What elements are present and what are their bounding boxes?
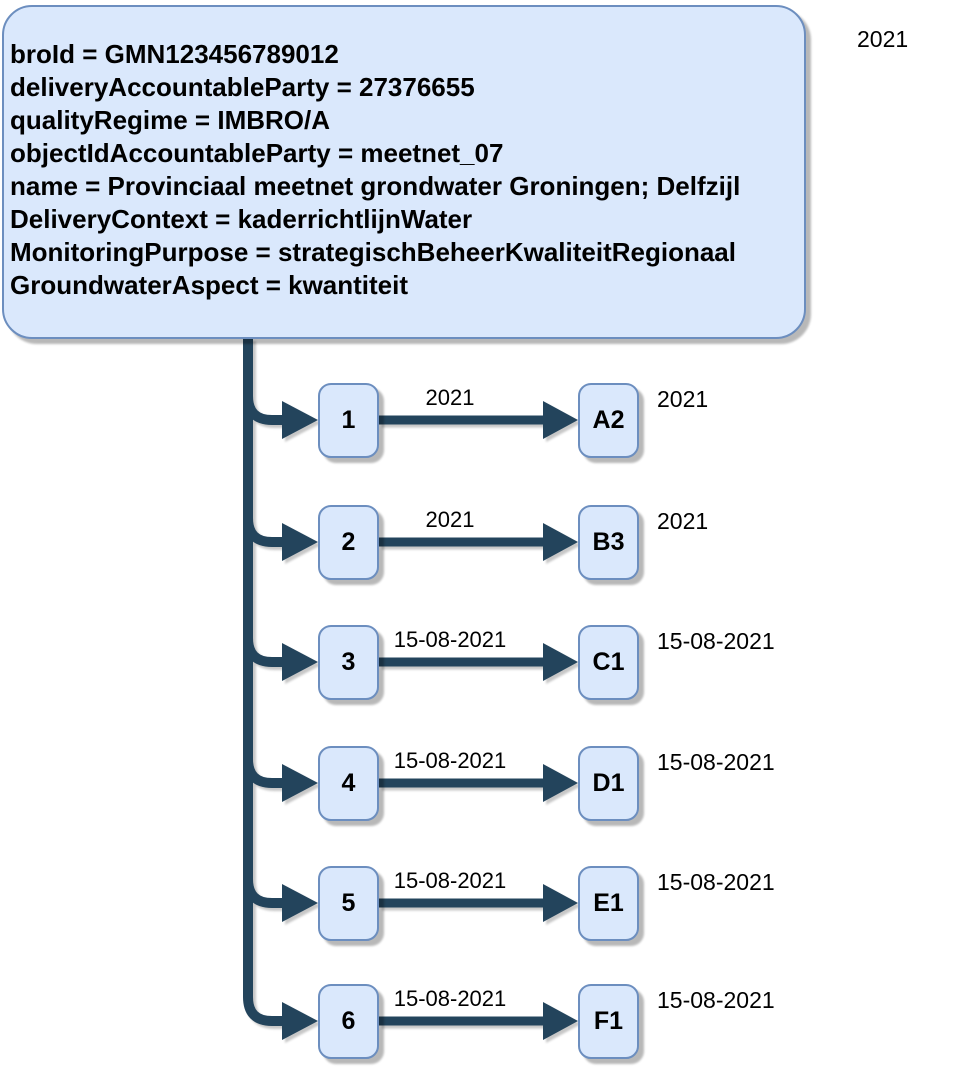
gmn-property-line-monitoring-purpose: MonitoringPurpose = strategischBeheerKwa… <box>10 237 736 267</box>
edge-date-label-3: 15-08-2021 <box>393 627 507 652</box>
side-date-label-2: 2021 <box>657 508 709 534</box>
node-a2: A2 <box>578 383 639 458</box>
side-date-label-6: 15-08-2021 <box>657 987 775 1013</box>
edge-date-label-1: 2021 <box>425 385 475 410</box>
gmn-properties-box: broId = GMN123456789012 deliveryAccounta… <box>2 5 806 339</box>
side-date-label-5: 15-08-2021 <box>657 869 775 895</box>
edge-arrowhead-3 <box>543 643 578 681</box>
branch-connector-2 <box>243 517 284 547</box>
node-5: 5 <box>318 866 379 941</box>
edge-date-label-6: 15-08-2021 <box>393 986 507 1011</box>
branch-connector-4 <box>243 758 284 788</box>
gmn-property-line-delivery-party: deliveryAccountableParty = 27376655 <box>10 72 475 102</box>
node-1: 1 <box>318 383 379 458</box>
gmn-property-line-quality-regime: qualityRegime = IMBRO/A <box>10 105 330 135</box>
gmn-properties-text: broId = GMN123456789012 deliveryAccounta… <box>10 38 806 302</box>
gmn-property-line-groundwater-aspect: GroundwaterAspect = kwantiteit <box>10 270 409 300</box>
edge-date-label-4: 15-08-2021 <box>393 748 507 773</box>
edge-date-label-5: 15-08-2021 <box>393 868 507 893</box>
node-6: 6 <box>318 984 379 1059</box>
edge-arrowhead-1 <box>543 401 578 439</box>
node-b3: B3 <box>578 505 639 580</box>
node-f1: F1 <box>578 984 639 1059</box>
node-4: 4 <box>318 746 379 821</box>
branch-connector-5 <box>243 878 284 908</box>
gmn-property-line-delivery-context: DeliveryContext = kaderrichtlijnWater <box>10 204 473 234</box>
branch-arrowhead-4 <box>282 764 318 802</box>
gmn-property-line-name: name = Provinciaal meetnet grondwater Gr… <box>10 171 741 201</box>
branch-arrowhead-1 <box>282 401 318 439</box>
side-date-label-1: 2021 <box>657 386 709 412</box>
edge-arrowhead-6 <box>543 1002 578 1040</box>
branch-arrowhead-3 <box>282 643 318 681</box>
gmn-property-line-broid: broId = GMN123456789012 <box>10 39 339 69</box>
node-d1: D1 <box>578 746 639 821</box>
node-2: 2 <box>318 505 379 580</box>
edge-date-label-2: 2021 <box>425 507 475 532</box>
node-e1: E1 <box>578 866 639 941</box>
edge-arrowhead-4 <box>543 764 578 802</box>
branch-arrowhead-5 <box>282 884 318 922</box>
node-3: 3 <box>318 625 379 700</box>
trunk-connector <box>243 338 284 1026</box>
branch-connector-1 <box>243 395 284 425</box>
branch-connector-3 <box>243 637 284 667</box>
corner-year-label: 2021 <box>857 26 909 52</box>
gmn-property-line-object-id: objectIdAccountableParty = meetnet_07 <box>10 138 504 168</box>
side-date-label-4: 15-08-2021 <box>657 749 775 775</box>
edge-arrowhead-2 <box>543 523 578 561</box>
side-date-label-3: 15-08-2021 <box>657 628 775 654</box>
branch-arrowhead-2 <box>282 523 318 561</box>
edge-arrowhead-5 <box>543 884 578 922</box>
node-c1: C1 <box>578 625 639 700</box>
branch-arrowhead-6 <box>282 1002 318 1040</box>
